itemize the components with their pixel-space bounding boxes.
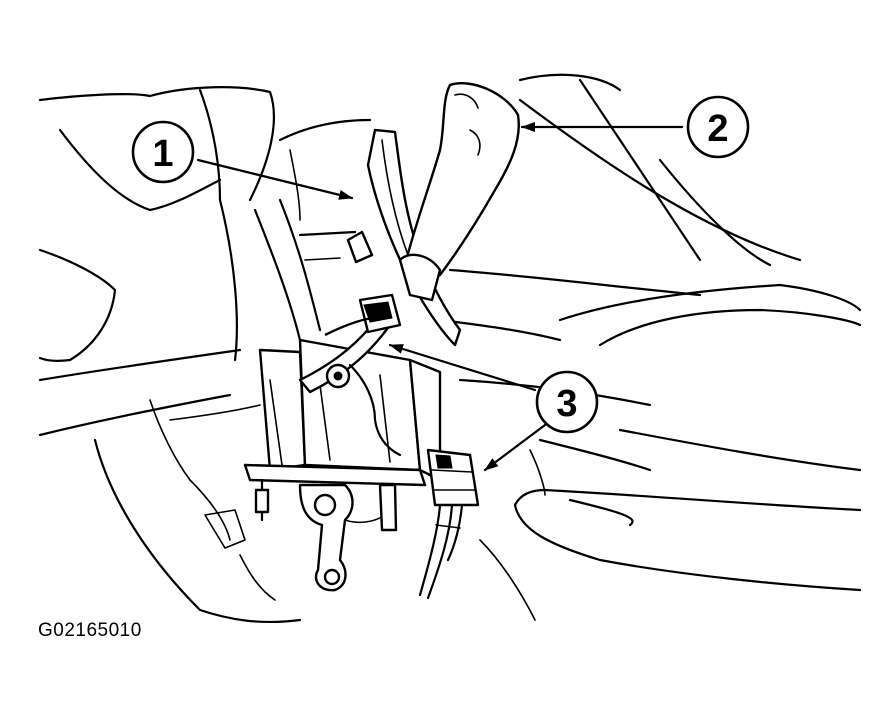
- callout-3-label: 3: [556, 383, 577, 425]
- callout-2-label: 2: [707, 108, 728, 150]
- shifter-handle-icon: [398, 82, 520, 302]
- shifter-mechanism: [243, 293, 442, 592]
- console-background: [38, 73, 862, 624]
- callout-1: 1: [131, 120, 354, 200]
- connector-icon: [418, 448, 480, 600]
- callout-2: 2: [520, 95, 750, 159]
- figure-code: G02165010: [38, 620, 142, 641]
- callout-1-label: 1: [152, 133, 173, 175]
- callout-3: 3: [388, 343, 599, 472]
